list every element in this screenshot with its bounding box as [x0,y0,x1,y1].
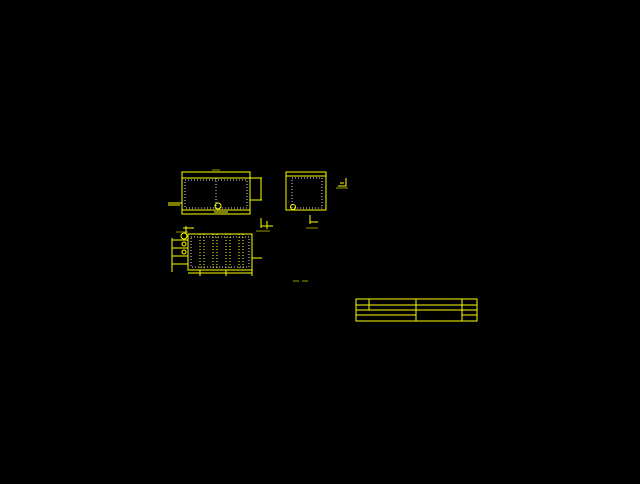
side-pipe-circle [290,204,296,210]
side-elevation-view [285,171,327,211]
side-outer-box [285,175,327,211]
front-elevation-view [168,169,262,215]
detail-symbol-right [336,178,348,189]
front-top-slab [181,171,251,179]
plan-view [171,226,262,276]
side-top-slab [285,171,327,177]
plan-valve-2 [181,241,187,247]
side-hidden-edge [291,177,323,209]
detail-angle-bracket [338,178,347,187]
plan-valve-3 [181,249,187,255]
plan-outer-box [187,233,253,271]
plan-inner-box [190,236,250,268]
front-pipe-circle [214,202,222,210]
detail-symbol-middle-right [306,215,318,229]
title-block [355,298,478,322]
detail-symbol-middle-left [256,218,273,232]
front-base [181,209,251,215]
plan-valve-1 [180,232,188,240]
